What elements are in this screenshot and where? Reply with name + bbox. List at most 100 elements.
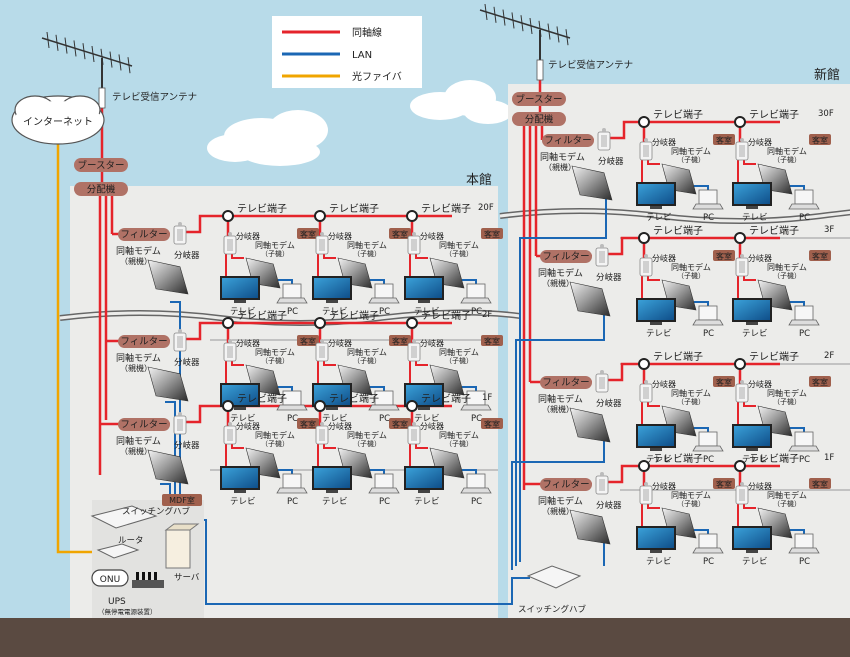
booster-honkan-text: ブースター: [77, 160, 124, 172]
ground: [0, 618, 850, 657]
modem-child-sub-label: （子機）: [773, 397, 801, 406]
guest-room-badge-text: 客室: [812, 135, 828, 145]
floor-branch-label: 分岐器: [596, 398, 622, 409]
branch-splitter-icon: [315, 232, 329, 255]
floor-branch-label: 分岐器: [174, 250, 200, 261]
floor-splitter-icon: [595, 370, 609, 393]
tv-terminal-label: テレビ端子: [237, 202, 287, 215]
guest-room-badge-text: 客室: [484, 229, 500, 239]
floor-label: 3F: [824, 225, 834, 235]
filter-pill-text: フィルター: [542, 480, 589, 491]
branch-label: 分岐器: [652, 379, 676, 389]
tv-icon: [220, 466, 260, 493]
tv-terminal-label: テレビ端子: [329, 392, 379, 405]
tv-terminal-label: テレビ端子: [237, 392, 287, 405]
guest-room-badge-text: 客室: [300, 336, 316, 346]
modem-child-sub-label: （子機）: [353, 439, 381, 448]
switching-hub-shinkan-label: スイッチングハブ: [518, 604, 587, 615]
guest-room-badge: 客室: [809, 250, 831, 261]
floor-branch-label: 分岐器: [174, 440, 200, 451]
guest-room-badge: 客室: [809, 478, 831, 489]
booster-honkan: ブースター: [74, 158, 128, 172]
branch-splitter-icon: [639, 138, 653, 161]
guest-room-badge: 客室: [481, 228, 503, 239]
tv-terminal-icon: [734, 116, 746, 128]
switching-hub-label: スイッチングハブ: [122, 506, 191, 517]
guest-room-badge-text: 客室: [392, 336, 408, 346]
tv-terminal-label: テレビ端子: [749, 108, 799, 121]
tv-label: テレビ: [742, 213, 768, 223]
legend-coax-label: 同軸線: [352, 26, 382, 39]
pc-label: PC: [379, 307, 390, 317]
modem-child-label: 同軸モデム: [767, 146, 807, 156]
fiber-line: [56, 144, 108, 554]
pc-icon: [276, 390, 308, 411]
pc-icon: [788, 431, 820, 452]
tv-terminal-icon: [734, 460, 746, 472]
pc-label: PC: [799, 455, 810, 465]
tv-terminal-icon: [222, 317, 234, 329]
branch-splitter-icon: [735, 482, 749, 505]
guest-room-badge: 客室: [809, 134, 831, 145]
guest-room-badge: 客室: [389, 228, 411, 239]
floor-splitter-icon: [597, 128, 611, 151]
modem-parent-sub-label: （親機）: [120, 256, 152, 266]
floor-label: 1F: [824, 453, 834, 463]
tv-terminal-label: テレビ端子: [653, 224, 703, 237]
filter-pill-text: フィルター: [542, 252, 589, 263]
tv-label: テレビ: [230, 414, 256, 424]
modem-child-sub-label: （子機）: [677, 499, 705, 508]
tv-terminal-icon: [406, 400, 418, 412]
guest-room-badge: 客室: [481, 335, 503, 346]
pc-icon: [368, 390, 400, 411]
switching-hub-icon: [90, 505, 158, 529]
tv-icon: [636, 424, 676, 451]
pc-label: PC: [287, 307, 298, 317]
splitter-main-shinkan: 分配機: [512, 112, 566, 126]
tv-label: テレビ: [646, 455, 672, 465]
tv-terminal-icon: [638, 460, 650, 472]
pc-icon: [788, 533, 820, 554]
pc-label: PC: [379, 497, 390, 507]
tv-label: テレビ: [230, 307, 256, 317]
branch-label: 分岐器: [652, 253, 676, 263]
legend-lan-label: LAN: [352, 50, 372, 61]
guest-room-badge-text: 客室: [484, 336, 500, 346]
tv-terminal-icon: [406, 210, 418, 222]
floor-splitter-icon: [173, 222, 187, 245]
floor-branch-label: 分岐器: [598, 156, 624, 167]
guest-room-badge-text: 客室: [300, 419, 316, 429]
modem-parent-sub-label: （親機）: [542, 506, 574, 516]
floor-label: 2F: [482, 310, 492, 320]
floor-label: 1F: [482, 393, 492, 403]
branch-label: 分岐器: [236, 231, 260, 241]
guest-room-badge: 客室: [297, 228, 319, 239]
tv-terminal-label: テレビ端子: [749, 224, 799, 237]
guest-room-badge-text: 客室: [716, 479, 732, 489]
modem-child-sub-label: （子機）: [261, 249, 289, 258]
tv-label: テレビ: [322, 414, 348, 424]
device-layer: テレビ受信アンテナテレビ受信アンテナインターネットブースター分配機フィルター分岐…: [11, 3, 834, 618]
tv-terminal-icon: [314, 400, 326, 412]
branch-splitter-icon: [315, 422, 329, 445]
filter-pill: フィルター: [118, 335, 170, 348]
modem-parent-icon: [147, 259, 189, 295]
tv-terminal-icon: [734, 232, 746, 244]
floor-splitter-icon: [595, 472, 609, 495]
pc-icon: [692, 305, 724, 326]
modem-child-label: 同軸モデム: [439, 430, 479, 440]
filter-pill: フィルター: [118, 228, 170, 241]
guest-room-badge: 客室: [713, 134, 735, 145]
tv-terminal-icon: [314, 210, 326, 222]
branch-label: 分岐器: [236, 338, 260, 348]
tv-terminal-icon: [406, 317, 418, 329]
modem-child-label: 同軸モデム: [767, 388, 807, 398]
tv-terminal-label: テレビ端子: [329, 202, 379, 215]
pc-label: PC: [703, 455, 714, 465]
tv-icon: [732, 424, 772, 451]
modem-child-label: 同軸モデム: [255, 347, 295, 357]
modem-child-label: 同軸モデム: [767, 490, 807, 500]
pc-label: PC: [287, 497, 298, 507]
tv-label: テレビ: [742, 455, 768, 465]
modem-parent-sub-label: （親機）: [542, 278, 574, 288]
